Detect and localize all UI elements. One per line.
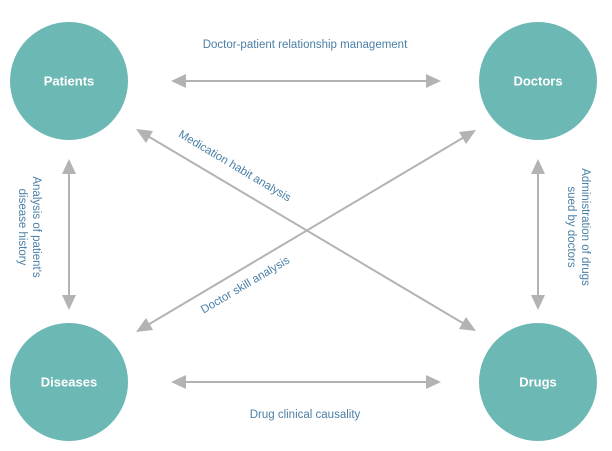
arrowhead-downleft — [136, 318, 153, 332]
label-line: sued by doctors — [565, 186, 577, 267]
label-line: Administration of drugs — [579, 168, 591, 286]
node-diseases: Diseases — [10, 323, 128, 441]
node-doctors: Doctors — [479, 22, 597, 140]
arrowhead-down — [531, 295, 545, 310]
arrowhead-up — [62, 159, 76, 174]
edge-diseases-doctors — [145, 135, 467, 327]
arrowhead-upleft — [136, 129, 153, 143]
node-drugs: Drugs — [479, 323, 597, 441]
node-patients: Patients — [10, 22, 128, 140]
node-label: Diseases — [41, 375, 97, 390]
node-circle — [479, 323, 597, 441]
node-circle — [10, 22, 128, 140]
label-disease-history: Analysis of patient's disease history — [16, 176, 42, 278]
arrowhead-downright — [459, 317, 476, 331]
label-drug-administration: Administration of drugs sued by doctors — [565, 168, 591, 286]
label-medication-habit: Medication habit analysis — [176, 128, 293, 204]
node-label: Doctors — [513, 74, 562, 89]
label-drug-causality: Drug clinical causality — [250, 409, 361, 421]
node-circle — [10, 323, 128, 441]
node-label: Patients — [44, 74, 95, 89]
node-label: Drugs — [519, 375, 557, 390]
arrowhead-left — [171, 375, 186, 389]
label-line: Analysis of patient's — [30, 176, 42, 278]
label-line: disease history — [16, 189, 28, 266]
arrowhead-up — [531, 159, 545, 174]
arrowhead-down — [62, 295, 76, 310]
label-doctor-patient: Doctor-patient relationship management — [203, 39, 408, 51]
arrowhead-right — [426, 375, 441, 389]
arrowhead-right — [426, 74, 441, 88]
node-circle — [479, 22, 597, 140]
arrowhead-upright — [459, 130, 476, 144]
arrowhead-left — [171, 74, 186, 88]
